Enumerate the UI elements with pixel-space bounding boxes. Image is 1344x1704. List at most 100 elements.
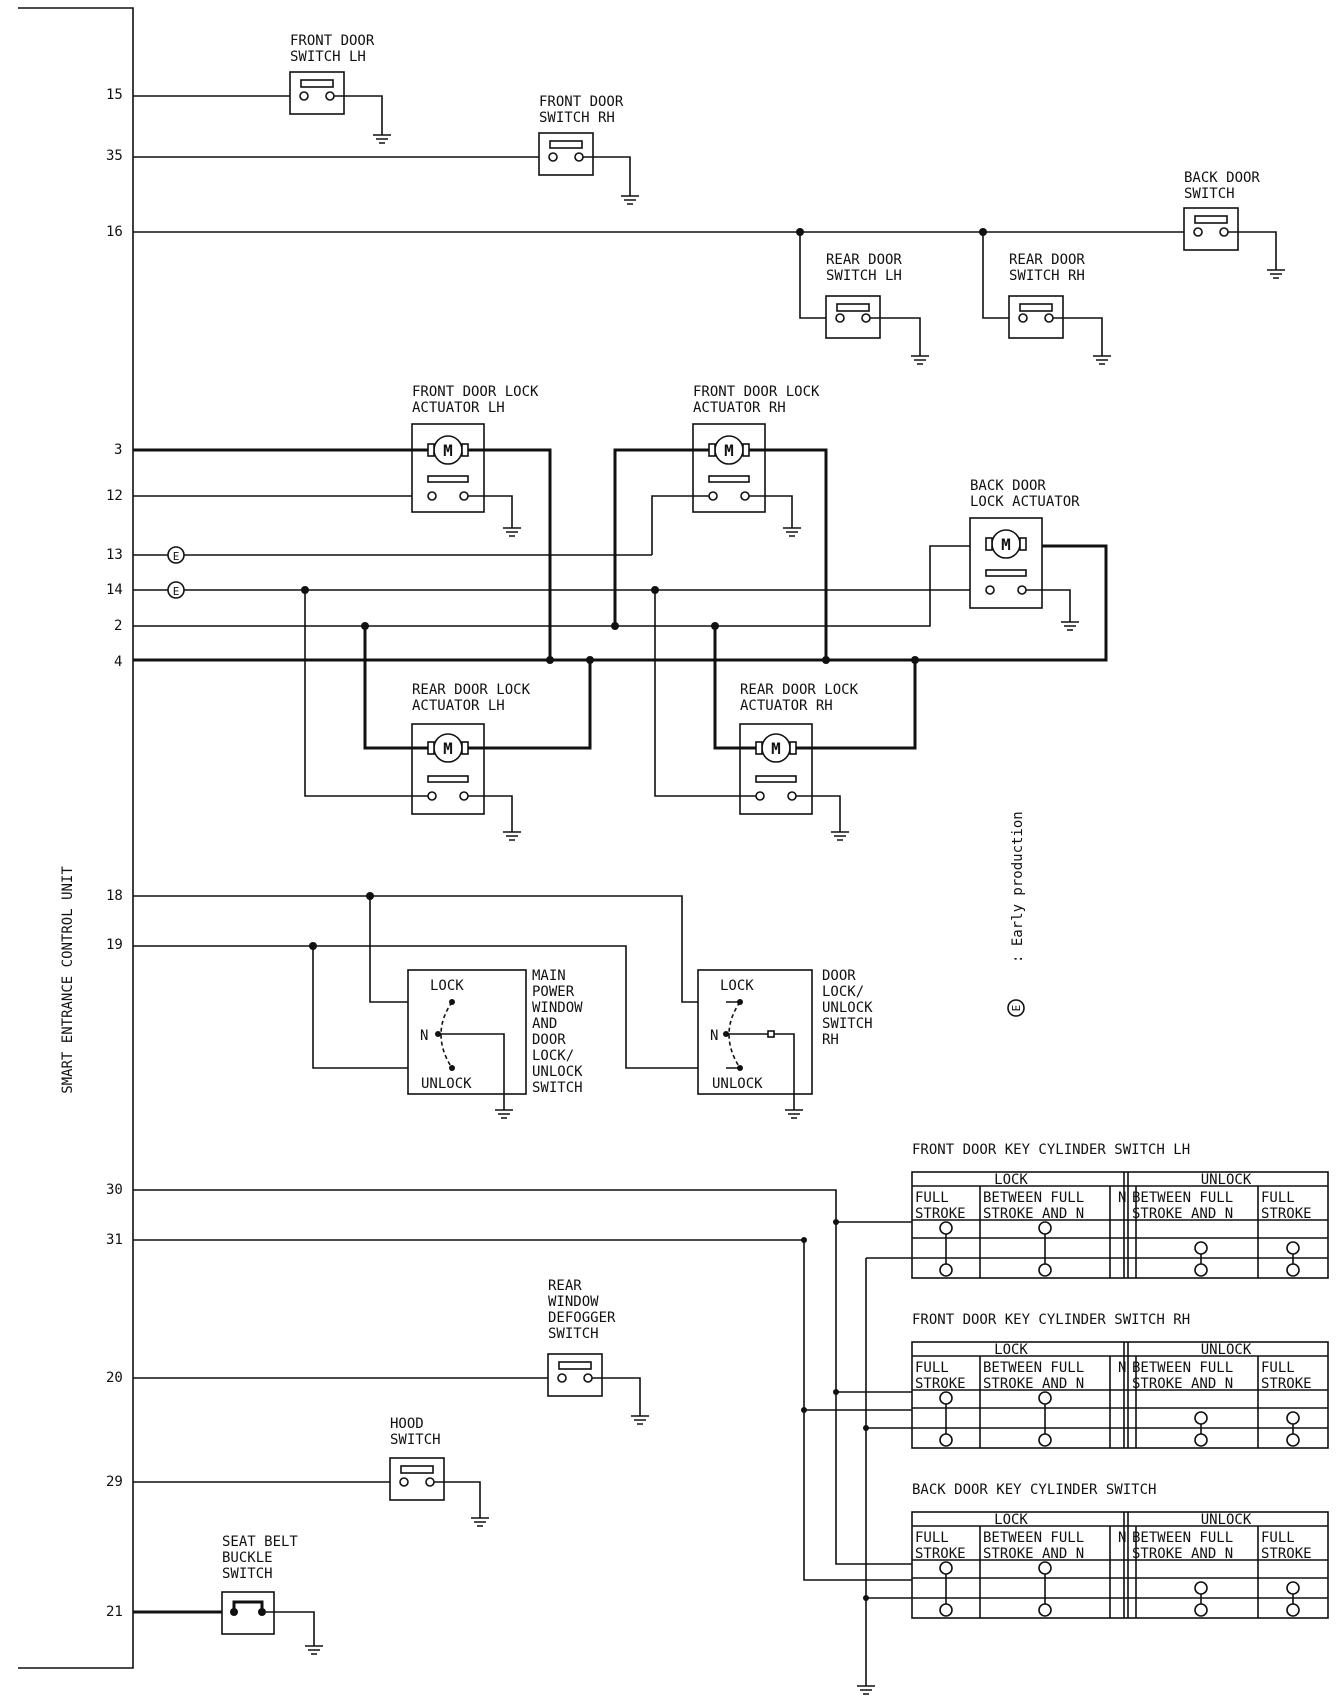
switch-rh-lock-label: LOCK bbox=[720, 978, 754, 994]
table-header: FULL bbox=[1261, 1360, 1295, 1376]
svg-text:M: M bbox=[724, 441, 734, 460]
svg-text:MAIN: MAIN bbox=[532, 968, 566, 984]
svg-text:POWER: POWER bbox=[532, 984, 575, 1000]
switch-lh-n-label: N bbox=[420, 1028, 428, 1044]
svg-text:E: E bbox=[173, 550, 180, 563]
ground-icon bbox=[471, 1517, 489, 1527]
back-door-lock-actuator: M BACK DOOR LOCK ACTUATOR bbox=[969, 478, 1080, 631]
main-power-window-and-door-lock-switch: LOCK N UNLOCK MAIN POWER WINDOW AND DOOR… bbox=[133, 892, 726, 1119]
rear-door-lock-actuator-lh: M REAR DOOR LOCK ACTUATOR LH bbox=[304, 590, 592, 841]
contact-icon bbox=[1194, 1603, 1208, 1617]
ground-icon bbox=[373, 134, 391, 144]
svg-text:SWITCH: SWITCH bbox=[822, 1016, 873, 1032]
table-header: LOCK bbox=[994, 1512, 1028, 1528]
label-front-door-switch-rh-1: FRONT DOOR bbox=[539, 94, 624, 110]
table-header: FULL bbox=[1261, 1190, 1295, 1206]
table-header: LOCK bbox=[994, 1172, 1028, 1188]
contact-icon bbox=[1286, 1433, 1300, 1447]
table-header: BETWEEN FULL bbox=[983, 1530, 1084, 1546]
svg-text:WINDOW: WINDOW bbox=[532, 1000, 583, 1016]
svg-text:RH: RH bbox=[822, 1032, 839, 1048]
ground-icon bbox=[1267, 269, 1285, 279]
motor-icon: M bbox=[985, 529, 1027, 559]
contact-icon bbox=[1286, 1411, 1300, 1425]
table-header: UNLOCK bbox=[1201, 1172, 1252, 1188]
label-rear-door-switch-lh-2: SWITCH LH bbox=[826, 268, 902, 284]
contact-icon bbox=[1194, 1263, 1208, 1277]
table-header: STROKE AND N bbox=[983, 1206, 1084, 1222]
label-front-door-switch-lh-2: SWITCH LH bbox=[290, 49, 366, 65]
contact-icon bbox=[1194, 1411, 1208, 1425]
front-door-lock-actuator-rh: M FRONT DOOR LOCK ACTUATOR RH bbox=[613, 384, 828, 660]
pin-4: 4 bbox=[114, 654, 122, 670]
contact-icon bbox=[939, 1561, 953, 1575]
contact-icon bbox=[939, 1221, 953, 1235]
table-header: N bbox=[1118, 1530, 1126, 1546]
table-header: STROKE bbox=[915, 1546, 966, 1562]
label-rear-door-switch-rh-1: REAR DOOR bbox=[1009, 252, 1085, 268]
table-header: FULL bbox=[1261, 1530, 1295, 1546]
table-header: FULL bbox=[915, 1190, 949, 1206]
table-frame bbox=[911, 1511, 1329, 1619]
label-back-door-switch-1: BACK DOOR bbox=[1184, 170, 1260, 186]
ground-icon bbox=[503, 831, 521, 841]
switch-lh-lock-label: LOCK bbox=[430, 978, 464, 994]
ground-icon bbox=[911, 355, 929, 365]
label-rdla-rh-1: REAR DOOR LOCK bbox=[740, 682, 859, 698]
label-rear-door-switch-lh-1: REAR DOOR bbox=[826, 252, 902, 268]
table-header: BETWEEN FULL bbox=[1132, 1360, 1233, 1376]
pin-31: 31 bbox=[106, 1232, 123, 1248]
table-header: STROKE AND N bbox=[983, 1546, 1084, 1562]
pin-29: 29 bbox=[106, 1474, 123, 1490]
label-rdla-rh-2: ACTUATOR RH bbox=[740, 698, 833, 714]
contact-icon bbox=[1286, 1263, 1300, 1277]
contact-icon bbox=[1038, 1263, 1052, 1277]
label-fdla-rh-1: FRONT DOOR LOCK bbox=[693, 384, 820, 400]
contact-icon bbox=[1286, 1241, 1300, 1255]
table-header: BETWEEN FULL bbox=[1132, 1530, 1233, 1546]
svg-text:REAR: REAR bbox=[548, 1278, 582, 1294]
ground-icon bbox=[495, 1109, 513, 1119]
seat-belt-buckle-switch: SEAT BELT BUCKLE SWITCH bbox=[133, 1534, 323, 1655]
svg-text:AND: AND bbox=[532, 1016, 557, 1032]
label-fdla-lh-1: FRONT DOOR LOCK bbox=[412, 384, 539, 400]
svg-text:DOOR: DOOR bbox=[532, 1032, 566, 1048]
early-production-marker-13: E bbox=[167, 546, 185, 564]
svg-text:E: E bbox=[1010, 1005, 1023, 1012]
table-header: STROKE AND N bbox=[1132, 1376, 1233, 1392]
control-unit-label: SMART ENTRANCE CONTROL UNIT bbox=[60, 866, 76, 1094]
svg-text:UNLOCK: UNLOCK bbox=[532, 1064, 583, 1080]
contact-icon bbox=[1038, 1221, 1052, 1235]
table-header: FULL bbox=[915, 1530, 949, 1546]
svg-text:SWITCH: SWITCH bbox=[548, 1326, 599, 1342]
bus-wires: E E bbox=[133, 544, 1108, 664]
contact-icon bbox=[1194, 1241, 1208, 1255]
contact-icon bbox=[1286, 1603, 1300, 1617]
note-text: : Early production bbox=[1010, 811, 1026, 963]
table-header: UNLOCK bbox=[1201, 1342, 1252, 1358]
table-frame bbox=[911, 1171, 1329, 1279]
table-title: BACK DOOR KEY CYLINDER SWITCH bbox=[912, 1482, 1156, 1498]
svg-text:M: M bbox=[771, 739, 781, 758]
svg-text:HOOD: HOOD bbox=[390, 1416, 424, 1432]
svg-text:SWITCH: SWITCH bbox=[222, 1566, 273, 1582]
contact-icon bbox=[939, 1391, 953, 1405]
table-header: LOCK bbox=[994, 1342, 1028, 1358]
svg-text:DEFOGGER: DEFOGGER bbox=[548, 1310, 616, 1326]
table-header: STROKE AND N bbox=[983, 1376, 1084, 1392]
svg-text:LOCK/: LOCK/ bbox=[822, 984, 864, 1000]
main-power-window-switch-label: MAIN POWER WINDOW AND DOOR LOCK/ UNLOCK … bbox=[532, 968, 583, 1096]
pin-13: 13 bbox=[106, 547, 123, 563]
table-header: STROKE bbox=[1261, 1546, 1312, 1562]
contact-icon bbox=[1286, 1581, 1300, 1595]
label-rear-door-switch-rh-2: SWITCH RH bbox=[1009, 268, 1085, 284]
table-header: STROKE bbox=[915, 1206, 966, 1222]
table-header: STROKE bbox=[915, 1376, 966, 1392]
ground-icon bbox=[785, 1109, 803, 1119]
back-door-switch: BACK DOOR SWITCH bbox=[133, 170, 1285, 279]
table-header: BETWEEN FULL bbox=[1132, 1190, 1233, 1206]
label-front-door-switch-lh-1: FRONT DOOR bbox=[290, 33, 375, 49]
